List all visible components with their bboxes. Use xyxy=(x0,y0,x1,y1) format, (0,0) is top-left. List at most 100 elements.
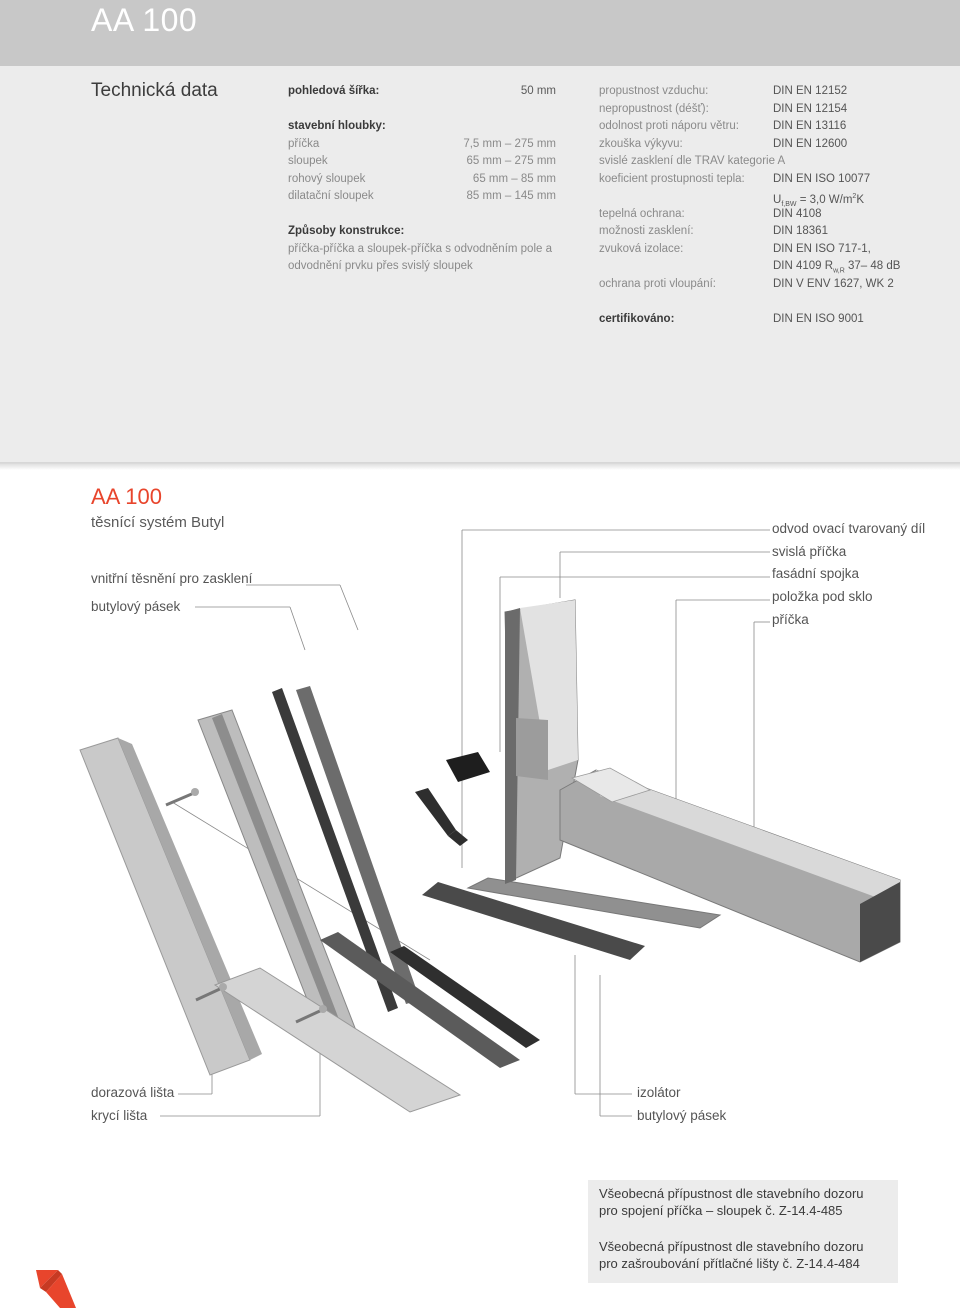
connector-clip xyxy=(446,752,490,782)
depth-label: příčka xyxy=(288,137,320,150)
depth-row: sloupek 65 mm – 275 mm xyxy=(288,153,556,171)
prop-label: koeficient prostupnosti tepla: xyxy=(599,172,745,185)
burglary-label: ochrana proti vloupání: xyxy=(599,277,716,290)
prop-label: zvuková izolace: xyxy=(599,242,684,255)
burglary-value: DIN V ENV 1627, WK 2 xyxy=(773,277,894,290)
depth-label: sloupek xyxy=(288,155,328,167)
visible-width-value: 50 mm xyxy=(520,85,556,97)
depth-row: rohový sloupek 65 mm – 85 mm xyxy=(288,171,556,189)
bottom-rail-part xyxy=(213,967,462,1113)
label-facade-connector: fasádní spojka xyxy=(772,566,860,581)
prop-value: DIN EN 12154 xyxy=(773,102,848,115)
depth-label: rohový sloupek xyxy=(288,172,366,185)
depth-value: 65 mm – 85 mm xyxy=(472,172,556,185)
approval-note-1-line1: Všeobecná přípustnost dle stavebního doz… xyxy=(599,1186,864,1201)
depth-value: 65 mm – 275 mm xyxy=(466,155,556,167)
label-stop-rail: dorazová lišta xyxy=(91,1085,175,1100)
depth-value: 7,5 mm – 275 mm xyxy=(463,137,556,150)
gasket-strip xyxy=(272,688,398,1012)
sound-row: DIN 4109 Rw,R 37– 48 dB xyxy=(599,258,929,276)
page-title: AA 100 xyxy=(91,2,198,38)
prop-label: zkouška výkyvu: xyxy=(599,137,683,150)
prop-label: nepropustnost (déšť): xyxy=(599,102,709,115)
technical-data-panel: Technická data pohledová šířka: 50 mm st… xyxy=(0,66,960,470)
sound-value: DIN 4109 Rw,R 37– 48 dB xyxy=(773,260,901,275)
prop-value: DIN EN ISO 717-1, xyxy=(773,242,871,255)
depths-heading-row: stavební hloubky: xyxy=(288,118,556,136)
approval-note-1-line2: pro spojení příčka – sloupek č. Z-14.4-4… xyxy=(599,1203,843,1218)
prop-value: DIN EN ISO 10077 xyxy=(773,172,871,185)
prop-label: odolnost proti náporu větru: xyxy=(599,120,740,132)
screw-icon xyxy=(195,983,227,1002)
visible-width-label: pohledová šířka: xyxy=(288,85,380,97)
transom-isolator xyxy=(466,877,722,929)
gasket-strip xyxy=(296,686,420,1004)
construction-label: Způsoby konstrukce: xyxy=(288,225,405,237)
approval-note-2-line2: pro zašroubování přítlačné lišty č. Z-14… xyxy=(599,1256,860,1271)
label-glass-support: položka pod sklo xyxy=(772,589,873,604)
depths-label: stavební hloubky: xyxy=(288,120,386,132)
bottom-gasket xyxy=(390,946,540,1048)
uvalue: Uf,BW = 3,0 W/m2K xyxy=(773,193,864,209)
approval-note-2-line1: Všeobecná přípustnost dle stavebního doz… xyxy=(599,1239,864,1254)
prop-row: propustnost vzduchu: DIN EN 12152 xyxy=(599,83,929,101)
label-butyl-tape: butylový pásek xyxy=(91,599,181,614)
depth-label: dilatační sloupek xyxy=(288,190,374,202)
prop-row: koeficient prostupnosti tepla: DIN EN ISO… xyxy=(599,171,929,189)
exploded-view-illustration xyxy=(79,529,901,1117)
certified-value: DIN EN ISO 9001 xyxy=(773,312,864,325)
prop-value: DIN 18361 xyxy=(773,225,828,237)
label-butyl-tape-bottom: butylový pásek xyxy=(637,1108,727,1123)
depth-row: dilatační sloupek 85 mm – 145 mm xyxy=(288,188,556,206)
prop-row: tepelná ochrana: DIN 4108 xyxy=(599,206,929,224)
depth-value: 85 mm – 145 mm xyxy=(466,190,556,202)
glass-support xyxy=(570,767,652,803)
cover-rail-side xyxy=(118,738,262,1060)
leader-line xyxy=(339,584,359,631)
label-vertical-mullion: svislá příčka xyxy=(772,544,847,559)
left-spec-column: pohledová šířka: 50 mm stavební hloubky:… xyxy=(288,83,556,276)
prop-label: propustnost vzduchu: xyxy=(599,85,709,97)
approval-note-box: Všeobecná přípustnost dle stavebního doz… xyxy=(588,1180,898,1283)
leader-line xyxy=(289,606,306,651)
brand-k-logo-icon xyxy=(36,1270,76,1308)
bottom-gasket xyxy=(320,932,520,1068)
label-isolator: izolátor xyxy=(637,1085,681,1100)
prop-row: zkouška výkyvu: DIN EN 12600 xyxy=(599,136,929,154)
prop-row: svislé zasklení dle TRAV kategorie A xyxy=(599,153,929,171)
prop-value: DIN 4108 xyxy=(773,207,822,220)
transom-gasket xyxy=(422,882,645,960)
prop-row: zvuková izolace: DIN EN ISO 717-1, xyxy=(599,241,929,259)
corner-bracket xyxy=(415,788,456,836)
label-cover-rail: krycí lišta xyxy=(91,1108,148,1123)
certified-label: certifikováno: xyxy=(599,312,675,325)
prop-row: nepropustnost (déšť): DIN EN 12154 xyxy=(599,101,929,119)
visible-width-row: pohledová šířka: 50 mm xyxy=(288,83,556,101)
prop-label: možnosti zasklení: xyxy=(599,225,694,237)
screw-icon xyxy=(165,788,199,807)
pressure-plate-groove xyxy=(212,714,350,1052)
exploded-view-title: AA 100 xyxy=(91,484,162,509)
label-drainage-part: odvod ovací tvarovaný díl xyxy=(772,521,926,536)
depth-row: příčka 7,5 mm – 275 mm xyxy=(288,136,556,154)
header-band xyxy=(0,0,960,66)
exploded-view-subtitle: těsnící systém Butyl xyxy=(91,514,225,531)
prop-label: tepelná ochrana: xyxy=(599,207,685,220)
uvalue-row: Uf,BW = 3,0 W/m2K xyxy=(599,188,929,209)
right-spec-column: propustnost vzduchu: DIN EN 12152 nepropu… xyxy=(599,83,929,328)
prop-label: svislé zasklení dle TRAV kategorie A xyxy=(599,155,786,167)
prop-value: DIN EN 12600 xyxy=(773,137,848,150)
construction-heading-row: Způsoby konstrukce: xyxy=(288,223,556,241)
facade-connector xyxy=(516,718,548,780)
prop-row: možnosti zasklení: DIN 18361 xyxy=(599,223,929,241)
prop-row: odolnost proti náporu větru: DIN EN 13116 xyxy=(599,118,929,136)
construction-text: příčka-příčka a sloupek-příčka s odvodně… xyxy=(288,242,552,273)
screw-icon xyxy=(295,1005,327,1024)
prop-value: DIN EN 12152 xyxy=(773,85,848,97)
section-title: Technická data xyxy=(91,80,218,101)
label-inner-glazing-seal: vnitřní těsnění pro zasklení xyxy=(91,571,253,586)
certified-row: certifikováno: DIN EN ISO 9001 xyxy=(599,311,929,329)
prop-value: DIN EN 13116 xyxy=(773,120,847,132)
label-transom: příčka xyxy=(772,612,809,627)
prop-row: ochrana proti vloupání: DIN V ENV 1627, W… xyxy=(599,276,929,294)
